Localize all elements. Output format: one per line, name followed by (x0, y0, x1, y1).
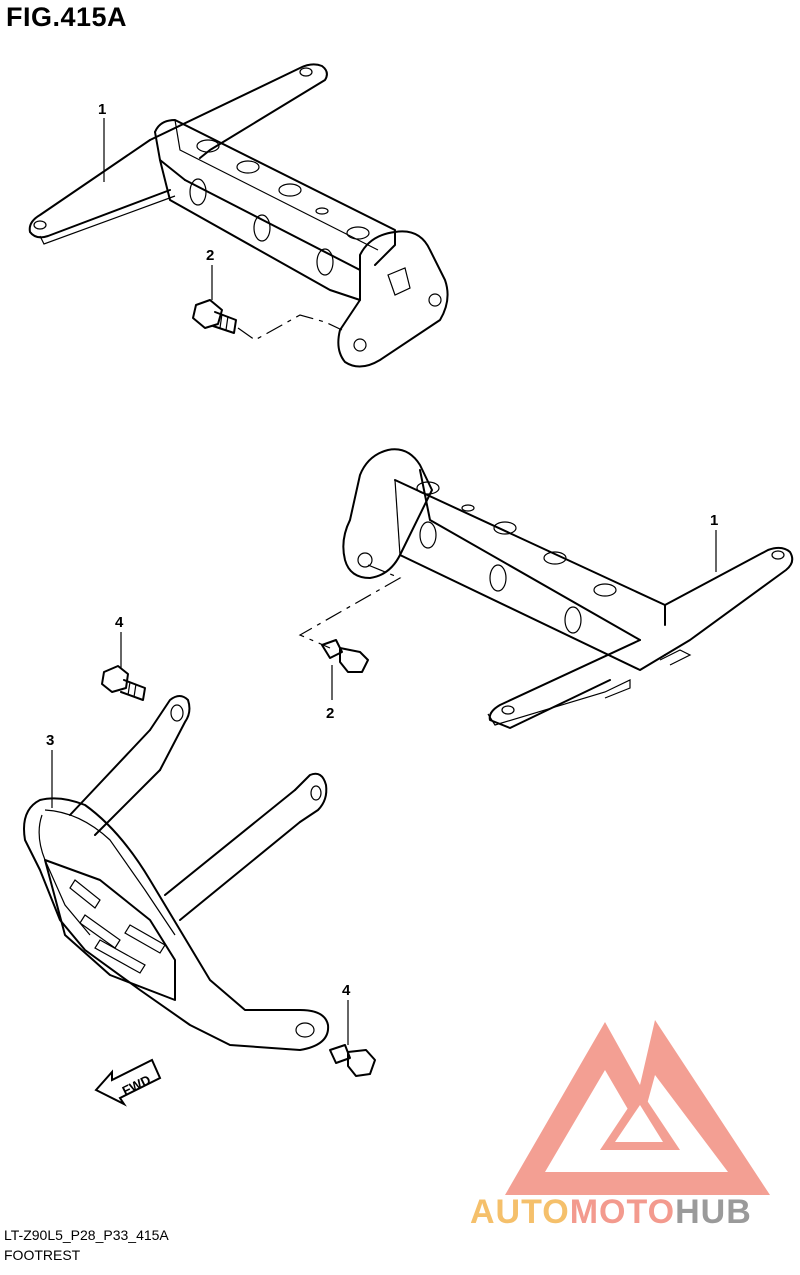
callout-lower-bracket: 1 (710, 512, 718, 529)
watermark-auto: AUTO (470, 1193, 570, 1231)
watermark-logo (505, 1020, 770, 1195)
forward-direction-arrow: FWD (94, 1058, 162, 1107)
watermark-moto: MOTO (569, 1193, 676, 1231)
lower-footrest-bracket (342, 448, 794, 729)
lower-flange-bolt (321, 639, 369, 673)
callout-lower-bolt: 2 (326, 705, 334, 722)
watermark-hub: HUB (675, 1193, 752, 1231)
watermark-text: AUTOMOTOHUB (470, 1193, 752, 1232)
figure-code: LT-Z90L5_P28_P33_415A (4, 1227, 169, 1243)
callout-upper-bracket: 1 (98, 101, 106, 118)
figure-footer: LT-Z90L5_P28_P33_415A FOOTREST (4, 1225, 169, 1265)
callout-guard: 3 (46, 732, 54, 749)
upper-flange-bolt (192, 299, 237, 334)
guard-top-bolt (101, 665, 146, 701)
callout-guard-bottom-bolt: 4 (342, 982, 351, 999)
guard-bottom-bolt (329, 1044, 376, 1077)
callout-guard-top-bolt: 4 (115, 614, 124, 631)
upper-footrest-bracket (28, 63, 449, 368)
figure-caption: FOOTREST (4, 1247, 81, 1263)
foot-guard (23, 695, 330, 1051)
figure-title: FIG.415A (6, 2, 128, 32)
callout-upper-bolt: 2 (206, 247, 214, 264)
